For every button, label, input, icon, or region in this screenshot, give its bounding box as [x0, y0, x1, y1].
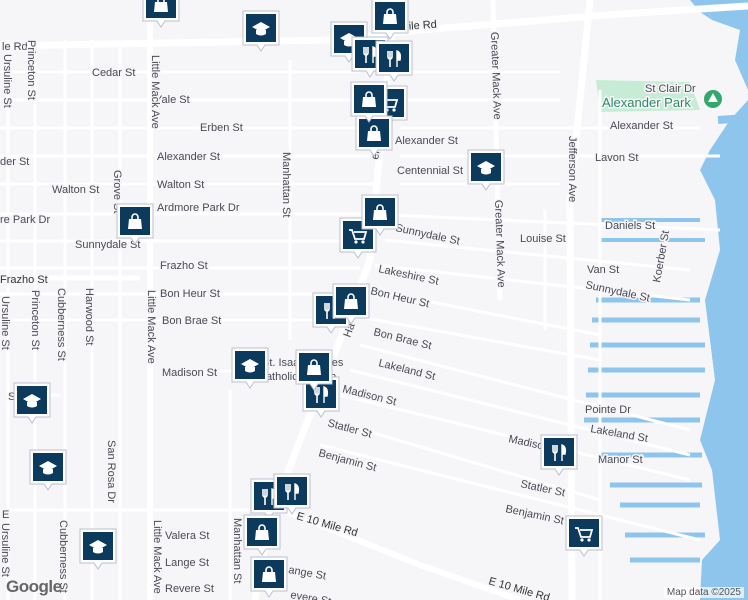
label-madison-se: Madiso [507, 433, 544, 452]
poi-marker-shopping[interactable] [565, 515, 603, 557]
label-benjamin-e: Benjamin St [504, 503, 565, 527]
label-lange-e: ange St [287, 564, 326, 582]
poi-marker-school[interactable] [13, 382, 51, 424]
poi-marker-shopping[interactable] [142, 0, 180, 28]
map-attribution[interactable]: Map data ©2025 [663, 587, 744, 598]
poi-marker-school[interactable] [29, 449, 67, 491]
label-koerber: Koerber St [651, 230, 672, 284]
label-grove: Grove St [111, 170, 123, 213]
poi-marker-shopping[interactable] [361, 194, 399, 236]
label-jefferson: Jefferson Ave [566, 136, 578, 202]
label-san-rosa: San Rosa Dr [105, 440, 117, 503]
poi-marker-shopping[interactable] [243, 514, 281, 556]
label-ursuline-m: Ursuline St [0, 296, 11, 350]
label-madison: Madison St [162, 367, 217, 379]
label-e-letter: E [2, 509, 9, 521]
label-ardmore: Ardmore Park Dr [157, 202, 240, 214]
poi-marker-shopping[interactable] [332, 283, 370, 325]
label-st-clair: St Clair Dr [645, 83, 696, 95]
label-bonheur-e: Bon Heur St [369, 285, 430, 310]
label-walton: Walton St [157, 179, 204, 191]
label-daniels: Daniels St [605, 220, 655, 232]
google-logo: Google [6, 577, 62, 596]
label-princeton-s: Princeton St [29, 290, 41, 350]
poi-marker-restaurant[interactable] [375, 40, 413, 82]
label-little-mack-s: Little Mack Ave [151, 520, 163, 594]
label-revere-e: evere St [289, 589, 331, 600]
label-walton-w: Walton St [52, 184, 99, 196]
poi-marker-school[interactable] [467, 149, 505, 191]
label-revere: Revere St [165, 583, 214, 595]
label-pointe: Pointe Dr [585, 404, 631, 416]
label-louise: Louise St [520, 233, 566, 245]
label-lakeland-e: Lakeland St [589, 423, 648, 445]
label-cubberness-s: Cubberness St [57, 520, 69, 593]
label-ursuline-n: Ursuline St [1, 54, 13, 108]
label-der-st: der St [0, 156, 29, 168]
label-alexander-ne: Alexander St [610, 120, 673, 132]
poi-marker-shopping[interactable] [295, 349, 333, 391]
poi-marker-school[interactable] [79, 528, 117, 570]
label-greater-mack-n: Greater Mack Ave [488, 32, 503, 120]
label-valera: Valera St [165, 530, 209, 542]
label-lakeshire: Lakeshire St [377, 263, 439, 287]
label-erben: Erben St [200, 122, 243, 134]
label-cubberness: Cubberness St [55, 288, 67, 361]
poi-markers [13, 0, 603, 598]
label-manhattan: Manhattan St [280, 152, 292, 217]
label-le-rd: le Rd [2, 41, 28, 53]
label-re-park: re Park Dr [0, 214, 50, 226]
label-madison-e: Madison St [341, 383, 397, 408]
label-yale: Yale St [155, 94, 190, 106]
label-e10mile-e: E 10 Mile Rd [487, 575, 551, 600]
label-lavon: Lavon St [595, 152, 638, 164]
poi-marker-school[interactable] [231, 347, 269, 389]
label-lange: Lange St [165, 557, 209, 569]
label-alexander-w: Alexander St [157, 151, 220, 163]
label-alexander-e: Alexander St [395, 135, 458, 147]
label-cedar: Cedar St [92, 67, 135, 79]
label-harwood: Harwood St [83, 288, 95, 345]
poi-marker-shopping[interactable] [350, 81, 388, 123]
label-manor: Manor St [598, 454, 643, 466]
label-statler: Statler St [326, 417, 373, 440]
label-s-letter: S [8, 391, 15, 403]
label-sunnydale-w: Sunnydale St [75, 239, 140, 251]
alexander-park-area [596, 80, 700, 112]
label-van: Van St [587, 264, 619, 276]
label-frazho-w: Frazho St [0, 274, 48, 286]
label-centennial: Centennial St [397, 165, 463, 177]
water-area [584, 0, 748, 600]
poi-marker-shopping[interactable] [250, 556, 288, 598]
poi-marker-shopping[interactable] [116, 203, 154, 245]
poi-marker-school[interactable] [242, 10, 280, 52]
label-bonheur: Bon Heur St [160, 288, 220, 300]
label-bonbrae-e: Bon Brae St [372, 326, 432, 352]
poi-marker-restaurant[interactable] [540, 434, 578, 476]
label-alexander-park: Alexander Park [602, 95, 691, 110]
label-frazho: Frazho St [160, 260, 208, 272]
label-ursuline-s: Ursuline St [0, 523, 11, 577]
label-princeton-n: Princeton St [25, 40, 37, 100]
label-e10mile: E 10 Mile Rd [295, 510, 359, 539]
label-little-mack-m: Little Mack Ave [145, 290, 157, 364]
label-greater-mack-s: Greater Mack Ave [492, 200, 507, 288]
label-little-mack-n: Little Mack Ave [149, 55, 161, 129]
poi-marker-shopping[interactable] [371, 0, 409, 40]
park-icon[interactable] [704, 90, 722, 108]
label-bonbrae: Bon Brae St [162, 315, 221, 327]
poi-marker-shopping[interactable] [355, 115, 393, 157]
label-manhattan-s: Manhattan St [231, 518, 243, 583]
poi-marker-restaurant[interactable] [273, 473, 311, 515]
